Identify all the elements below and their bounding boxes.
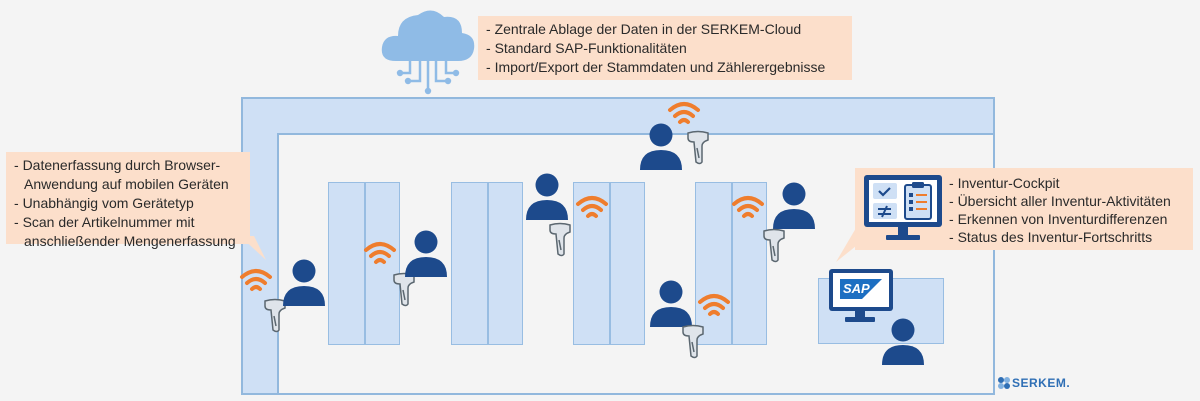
- person-icon: [882, 318, 924, 365]
- cloud-callout-item: Import/Export der Stammdaten und Zählere…: [486, 58, 842, 77]
- wifi-icon: [240, 269, 272, 291]
- scanner-icon: [549, 222, 571, 257]
- sap-logo: [840, 279, 882, 299]
- wifi-icon: [364, 242, 396, 264]
- mobile-callout-pointer: [240, 236, 266, 260]
- cockpit-callout-item: Status des Inventur-Fortschritts: [949, 228, 1185, 246]
- cockpit-callout-item: Inventur-Cockpit: [949, 174, 1185, 192]
- person-icon: [405, 230, 447, 277]
- cloud-callout: Zentrale Ablage der Daten in der SERKEM-…: [478, 16, 852, 80]
- wifi-icon: [668, 102, 700, 124]
- mobile-callout: Datenerfassung durch Browser-Anwendung a…: [6, 152, 250, 249]
- person-icon: [640, 123, 682, 170]
- top-rack-shelf: [241, 97, 995, 135]
- person-icon: [650, 280, 692, 327]
- left-rack-shelf: [241, 133, 279, 395]
- mobile-callout-item: Unabhängig vom Gerätetyp: [14, 194, 240, 213]
- person-icon: [283, 259, 325, 306]
- cockpit-callout-item: Übersicht aller Inventur-Aktivitäten: [949, 192, 1185, 210]
- mobile-callout-item: Scan der Artikelnummer mit anschließende…: [14, 213, 240, 251]
- person-icon: [773, 182, 815, 229]
- serkem-logo-icon: [998, 377, 1010, 389]
- cloud-callout-item: Standard SAP-Funktionalitäten: [486, 39, 842, 58]
- sap-logo-text: SAP: [843, 281, 870, 296]
- mobile-callout-item: Datenerfassung durch Browser-Anwendung a…: [14, 156, 240, 194]
- wifi-icon: [698, 294, 730, 316]
- wifi-icon: [576, 196, 608, 218]
- scanner-icon: [682, 324, 704, 359]
- serkem-logo-text: SERKEM.: [1012, 376, 1071, 390]
- cockpit-callout-item: Erkennen von Inventurdifferenzen: [949, 210, 1185, 228]
- person-icon: [526, 173, 568, 220]
- cockpit-callout-pointer: [836, 228, 856, 262]
- wifi-icon: [732, 196, 764, 218]
- rack-1: [328, 182, 400, 345]
- cockpit-monitor-icon: [864, 175, 942, 240]
- cloud-icon: [381, 10, 475, 95]
- scanner-icon: [763, 228, 785, 263]
- cloud-callout-item: Zentrale Ablage der Daten in der SERKEM-…: [486, 20, 842, 39]
- scanner-icon: [264, 298, 286, 333]
- scanner-icon: [687, 130, 709, 165]
- rack-2: [451, 182, 523, 345]
